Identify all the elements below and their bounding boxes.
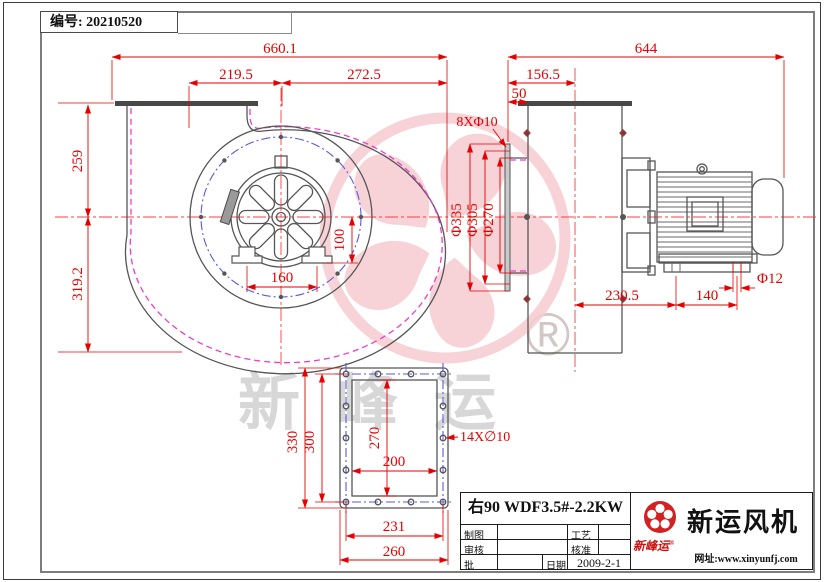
- sheet-inner-frame: [40, 11, 815, 573]
- watermark-logo: [319, 112, 571, 364]
- dim-front-overall-width: 660.1: [263, 41, 297, 57]
- logo-script-text: 新峰运®: [633, 537, 699, 554]
- field-checked-value: [498, 540, 568, 555]
- bolt-cross-marks: [523, 129, 627, 303]
- dim-side-flange-dia: Φ335: [449, 203, 465, 236]
- outlet-view-dimensions: 330 300 270 200 231 260 14X∅10: [285, 367, 510, 565]
- centerlines: [55, 68, 818, 372]
- field-ratified-label: 批: [461, 555, 498, 569]
- field-date-label: 日期: [543, 555, 568, 569]
- company-name: 新运风机: [687, 508, 800, 537]
- dim-outlet-bolt-height: 300: [302, 431, 318, 454]
- dim-front-upper-height: 259: [70, 150, 86, 173]
- dim-side-inlet-to-center: 156.5: [526, 67, 560, 83]
- dim-front-foot-span: 160: [271, 270, 294, 286]
- dim-side-flange-offset: 50: [512, 86, 527, 102]
- front-view-dimensions: 660.1 219.5 272.5 259 319.2 160 100: [58, 41, 448, 353]
- dim-outlet-bolt-width: 231: [383, 519, 406, 535]
- field-drawn-value: [498, 525, 568, 540]
- dim-side-foot-hole-dia: Φ12: [757, 271, 783, 287]
- field-drawn-label: 制图: [461, 525, 498, 540]
- field-date-value: 2009-2-1: [568, 555, 631, 569]
- outlet-view: [335, 363, 453, 513]
- side-view-dimensions: 644 156.5 50 8XΦ10 Φ335 Φ305 Φ270 230.5 …: [449, 41, 785, 310]
- dim-front-foot-height: 100: [332, 229, 348, 252]
- bolt-dots: [198, 134, 364, 300]
- field-process-value: [599, 525, 631, 540]
- field-approved-value: [599, 540, 631, 555]
- company-logo-icon: [644, 501, 676, 533]
- dim-outlet-bolt-note: 14X∅10: [460, 430, 510, 445]
- dim-side-foot-span: 140: [696, 288, 719, 304]
- front-view: [115, 101, 447, 375]
- field-ratified-value: [498, 555, 543, 569]
- dim-front-right-width: 272.5: [347, 67, 381, 83]
- serial-number-label: 编号: 20210520: [50, 15, 143, 30]
- serial-number-box: 编号: 20210520: [40, 11, 178, 33]
- dim-front-left-width: 219.5: [219, 67, 253, 83]
- title-block: 右90 WDF3.5#-2.2KW 制图 工艺 审核 核准 批 日期 2009-…: [460, 492, 813, 570]
- dim-outlet-outer-height: 330: [285, 431, 301, 454]
- dim-side-overall-length: 644: [635, 41, 658, 57]
- watermark-text: 新峰运: [238, 370, 533, 438]
- dim-outlet-outer-width: 260: [383, 544, 406, 560]
- field-process-label: 工艺: [568, 525, 599, 540]
- dim-outlet-inner-height: 270: [367, 427, 383, 450]
- brand-area: 新峰运® 新运风机 网址:www.xinyunfj.com: [631, 493, 813, 569]
- field-checked-label: 审核: [461, 540, 498, 555]
- dim-side-inlet-dia: Φ270: [481, 203, 497, 236]
- logo-text: 新峰运: [633, 539, 670, 553]
- sheet-outer-border: [3, 2, 821, 580]
- field-approved-label: 核准: [568, 540, 599, 555]
- logo-registered-icon: ®: [669, 539, 675, 547]
- serial-box-extension: [178, 11, 292, 34]
- company-website: 网址:www.xinyunfj.com: [694, 554, 798, 565]
- dim-side-center-to-foot: 230.5: [605, 288, 639, 304]
- dim-side-bolt-circle-dia: Φ305: [465, 203, 481, 236]
- dim-outlet-inner-width: 200: [383, 454, 406, 470]
- model-number: 右90 WDF3.5#-2.2KW: [461, 493, 631, 525]
- flange-bolt-holes: [342, 370, 447, 506]
- side-view: [504, 101, 784, 354]
- dim-front-lower-height: 319.2: [70, 267, 86, 301]
- dim-side-inlet-bolt-note: 8XΦ10: [456, 115, 497, 130]
